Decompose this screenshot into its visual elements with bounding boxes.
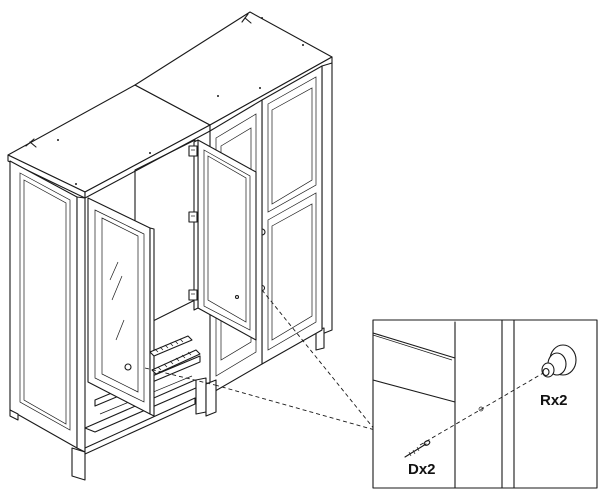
right-cabinet [135,12,332,416]
detail-callout: Dx2 Rx2 [373,320,597,488]
right-door-closed [259,66,322,364]
middle-door-open [189,140,256,340]
knob-label: Rx2 [540,392,568,409]
screw-label: Dx2 [408,461,436,478]
left-door-open [88,198,154,416]
left-cabinet [8,85,210,480]
